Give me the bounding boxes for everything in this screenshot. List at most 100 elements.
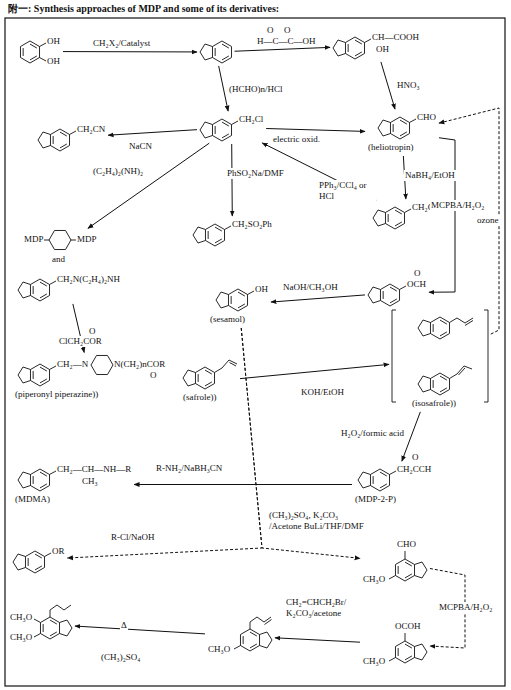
structure-ring	[222, 44, 229, 48]
structure-ring	[33, 286, 34, 294]
bond-line	[457, 366, 464, 374]
structure-ring	[212, 119, 231, 141]
structure-ring	[215, 126, 216, 134]
formula-text: OH	[255, 284, 268, 295]
structure-ring	[33, 371, 34, 379]
structure-ring	[228, 289, 247, 311]
structure-ring	[35, 554, 42, 558]
reagent-label: HNO₃	[396, 80, 421, 91]
structure-ring	[60, 620, 72, 636]
structure-ring	[415, 562, 427, 578]
reagent-label: NaOH/CH₃OH	[282, 282, 339, 293]
structure-ring	[355, 52, 362, 56]
reagent-label: R-NH₂/NaBH₃CN	[155, 463, 223, 474]
bond-line	[400, 286, 407, 290]
structure-ring	[345, 37, 364, 59]
bond-line	[34, 634, 41, 638]
structure-ring	[212, 41, 231, 63]
structure-ring	[333, 40, 345, 56]
bond-line	[389, 658, 396, 662]
structure-ring	[205, 382, 212, 386]
bond-line	[222, 360, 229, 368]
bond-line	[71, 240, 76, 241]
reaction-arrow	[88, 143, 209, 228]
bond-line	[488, 310, 489, 402]
structure-ring	[18, 367, 30, 383]
compound: OR	[12, 545, 66, 574]
structure-ring	[440, 320, 447, 324]
structure-ring	[205, 224, 224, 246]
bond-line	[450, 318, 458, 323]
reagent-label: ClCH₂COR	[58, 336, 103, 347]
structure-ring	[215, 227, 222, 231]
structure-ring	[393, 124, 394, 132]
reaction-arrow	[275, 638, 360, 642]
structure-ring	[388, 214, 389, 222]
bond-line	[57, 605, 64, 610]
bond-line	[465, 321, 473, 326]
structure-ring	[370, 469, 389, 491]
compound: CH₃O CH₃O	[9, 604, 73, 644]
compound: CH₂CN	[37, 123, 106, 152]
reagent-label: PPh₃/CCl₄ or HCl	[318, 180, 376, 202]
bond-line	[64, 605, 71, 610]
formula-text: CH₃O	[10, 612, 32, 623]
atom-label: O	[413, 268, 422, 279]
structure-ring	[198, 374, 199, 382]
structure-ring	[40, 379, 47, 383]
bond-line	[44, 240, 49, 241]
bond-line	[215, 368, 223, 373]
structure-ring	[30, 364, 49, 386]
formula-text: CH₃	[82, 476, 98, 487]
structure-ring	[40, 282, 47, 286]
formula-text: CH—COOH	[372, 32, 419, 43]
formula-text: CH₂SO₂Ph	[232, 219, 272, 230]
reaction-arrow	[240, 364, 389, 378]
reagent-label: CH₂=CHCH₂Br/ K₂CO₃/acetone	[285, 597, 367, 619]
structure-ring	[400, 120, 407, 124]
formula-text: CH₂CN	[77, 124, 105, 135]
atom-label: O	[88, 326, 97, 337]
structure-ring	[390, 117, 409, 139]
structure-ring	[222, 56, 229, 60]
structure-ring	[395, 641, 414, 663]
reagent-label: MCPBA/H₂O₂	[430, 200, 485, 211]
structure-ring	[430, 317, 449, 339]
structure-ring	[35, 566, 42, 570]
structure-ring	[18, 472, 30, 488]
reaction-arrow	[429, 138, 455, 292]
formula-text: CH₃O	[10, 632, 32, 643]
compound: (safrole))	[182, 359, 238, 404]
structure-ring	[240, 629, 259, 651]
bond-line	[50, 366, 57, 370]
structure-ring	[231, 296, 232, 304]
bond-line	[34, 619, 41, 623]
structure-ring	[53, 136, 54, 144]
reaction-arrow	[108, 130, 197, 136]
compound: CH₂—NN(CH₂)nCOR(piperonyl piperazine))	[14, 354, 166, 401]
reagent-label: R-Cl/NaOH	[110, 532, 156, 543]
reagent-label: (C₂H₄)₂(NH)₂	[92, 166, 144, 177]
structure-ring	[390, 299, 397, 303]
structure-ring	[385, 207, 404, 229]
structure-ring	[250, 644, 257, 648]
frame	[5, 18, 505, 686]
structure-ring	[49, 230, 71, 249]
reagent-label: NaBH₄/EtOH	[404, 170, 456, 181]
structure-ring	[395, 222, 402, 226]
structure-ring	[380, 484, 387, 488]
atom-label: O	[411, 452, 420, 463]
bond-line	[484, 402, 488, 403]
bond-line	[392, 402, 396, 403]
structure-ring	[23, 48, 24, 56]
structure-ring	[260, 632, 272, 648]
bond-line	[457, 318, 465, 323]
bond-line	[250, 617, 257, 622]
formula-text: (piperonyl piperazine))	[15, 389, 98, 400]
bond-line	[405, 209, 412, 213]
structure-ring	[30, 44, 37, 48]
formula-text: OCH	[407, 279, 426, 290]
title: 附一: Synthesis approaches of MDP and some…	[8, 2, 279, 15]
reaction-arrow	[219, 66, 228, 111]
bond-line	[405, 551, 406, 559]
